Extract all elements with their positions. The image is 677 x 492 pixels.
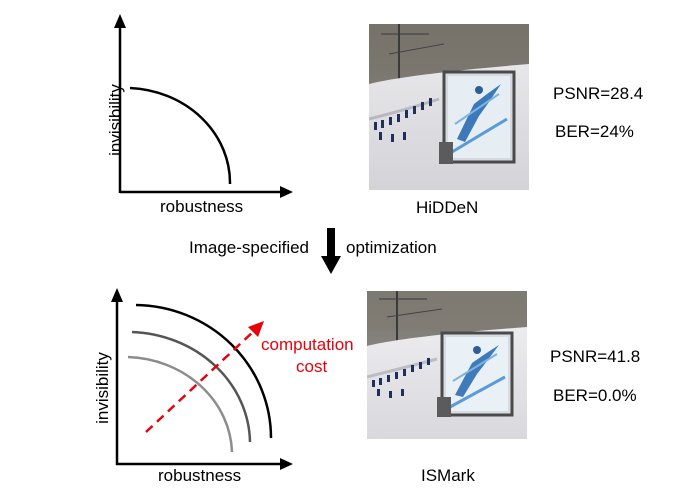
bottom-curve-light (127, 355, 234, 453)
top-plot-ylabel: invisibility (106, 84, 125, 156)
bottom-psnr-value: PSNR=41.8 (550, 347, 641, 366)
bottom-image-caption: ISMark (421, 466, 475, 485)
bottom-y-axis (111, 288, 123, 465)
top-ber-value: BER=24% (555, 122, 634, 141)
computation-cost-label-line2: cost (296, 357, 328, 376)
top-x-axis (120, 186, 293, 198)
computation-cost-arrow (145, 321, 264, 433)
top-image-caption: HiDDeN (416, 198, 479, 217)
transition-left-label: Image-specified (189, 238, 310, 257)
bottom-tradeoff-plot (111, 288, 293, 470)
bottom-curve-mid (131, 330, 252, 443)
bottom-ber-value: BER=0.0% (553, 386, 637, 405)
top-tradeoff-plot (114, 14, 293, 198)
bottom-x-axis (116, 458, 293, 470)
computation-cost-label-line1: computation (261, 335, 354, 354)
ismark-watermarked-image (367, 291, 527, 439)
transition-right-label: optimization (346, 238, 437, 257)
bottom-plot-xlabel: robustness (158, 466, 242, 485)
top-psnr-value: PSNR=28.4 (553, 84, 644, 103)
top-y-axis (114, 14, 126, 193)
top-plot-xlabel: robustness (160, 197, 244, 216)
bottom-plot-ylabel: invisibility (93, 352, 112, 424)
bottom-curve-dark (135, 303, 273, 439)
top-tradeoff-curve (129, 86, 232, 185)
hidden-watermarked-image (369, 24, 529, 190)
down-arrow-icon (321, 228, 341, 274)
